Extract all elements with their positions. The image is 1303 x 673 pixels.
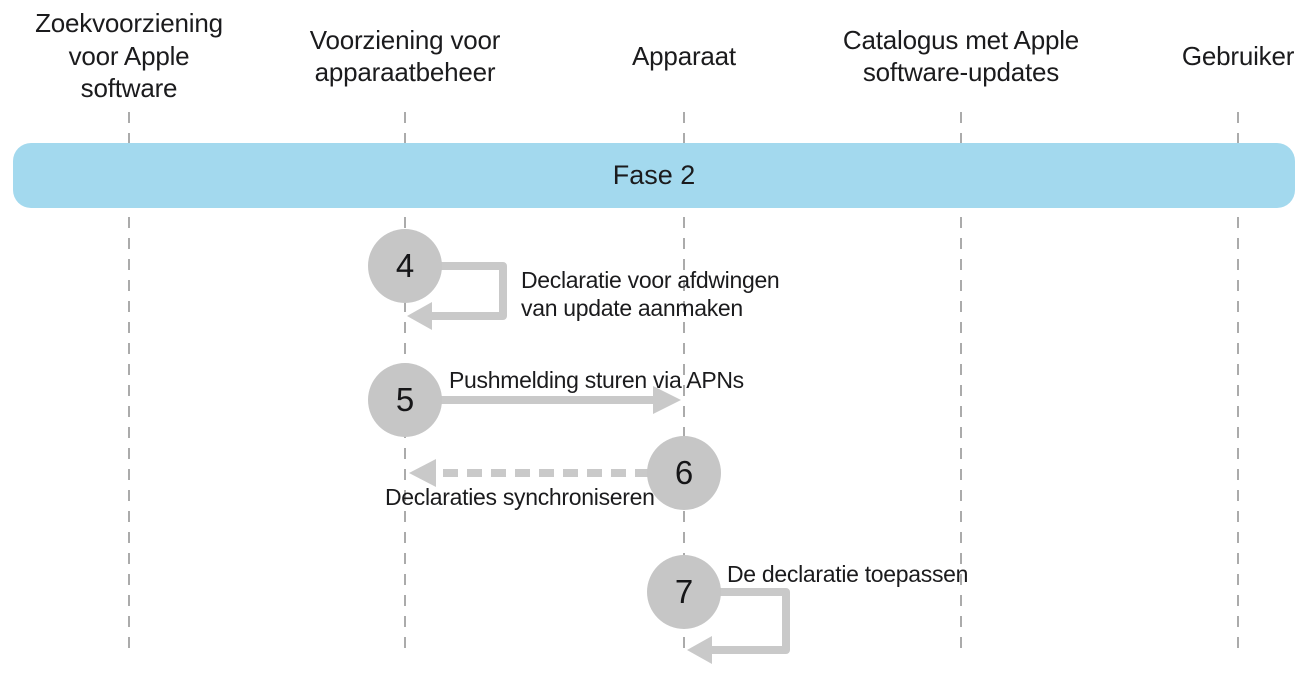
actor-label: Voorziening voor apparaatbeheer [309, 24, 501, 88]
actor-label: Catalogus met Apple software-updates [842, 24, 1080, 88]
actor-header-zoekvoorziening: Zoekvoorziening voor Apple software [0, 4, 269, 108]
step-label-7: De declaratie toepassen [727, 561, 969, 587]
phase-banner-label: Fase 2 [612, 160, 696, 190]
step-number: 6 [674, 454, 694, 491]
arrowhead-6-icon [409, 459, 436, 487]
step-circle-4: 4 [368, 229, 442, 303]
self-loop-arrow-7 [684, 588, 790, 654]
arrowhead-7-icon [687, 636, 712, 664]
step-label-5: Pushmelding sturen via APNs [449, 367, 744, 393]
arrowhead-5-icon [653, 386, 681, 414]
self-loop-arrow-4 [405, 262, 507, 320]
arrowhead-4-icon [407, 302, 432, 330]
actor-header-apparaat: Apparaat [544, 4, 824, 108]
actor-header-catalogus: Catalogus met Apple software-updates [821, 4, 1101, 108]
step-number: 5 [395, 381, 415, 418]
step-circle-7: 7 [647, 555, 721, 629]
step-number: 7 [674, 573, 694, 610]
actor-header-apparaatbeheer: Voorziening voor apparaatbeheer [265, 4, 545, 108]
actor-label: Apparaat [632, 40, 736, 71]
actor-label: Gebruiker [1181, 40, 1295, 71]
actor-header-gebruiker: Gebruiker [1098, 4, 1303, 108]
phase-banner: Fase 2 [13, 143, 1295, 208]
step-circle-6: 6 [647, 436, 721, 510]
step-label-6: Declaraties synchroniseren [385, 484, 655, 510]
step-circle-5: 5 [368, 363, 442, 437]
actor-label: Zoekvoorziening voor Apple software [35, 8, 223, 104]
step-number: 4 [395, 247, 415, 284]
step-label-4: Declaratie voor afdwingen van update aan… [521, 267, 780, 321]
